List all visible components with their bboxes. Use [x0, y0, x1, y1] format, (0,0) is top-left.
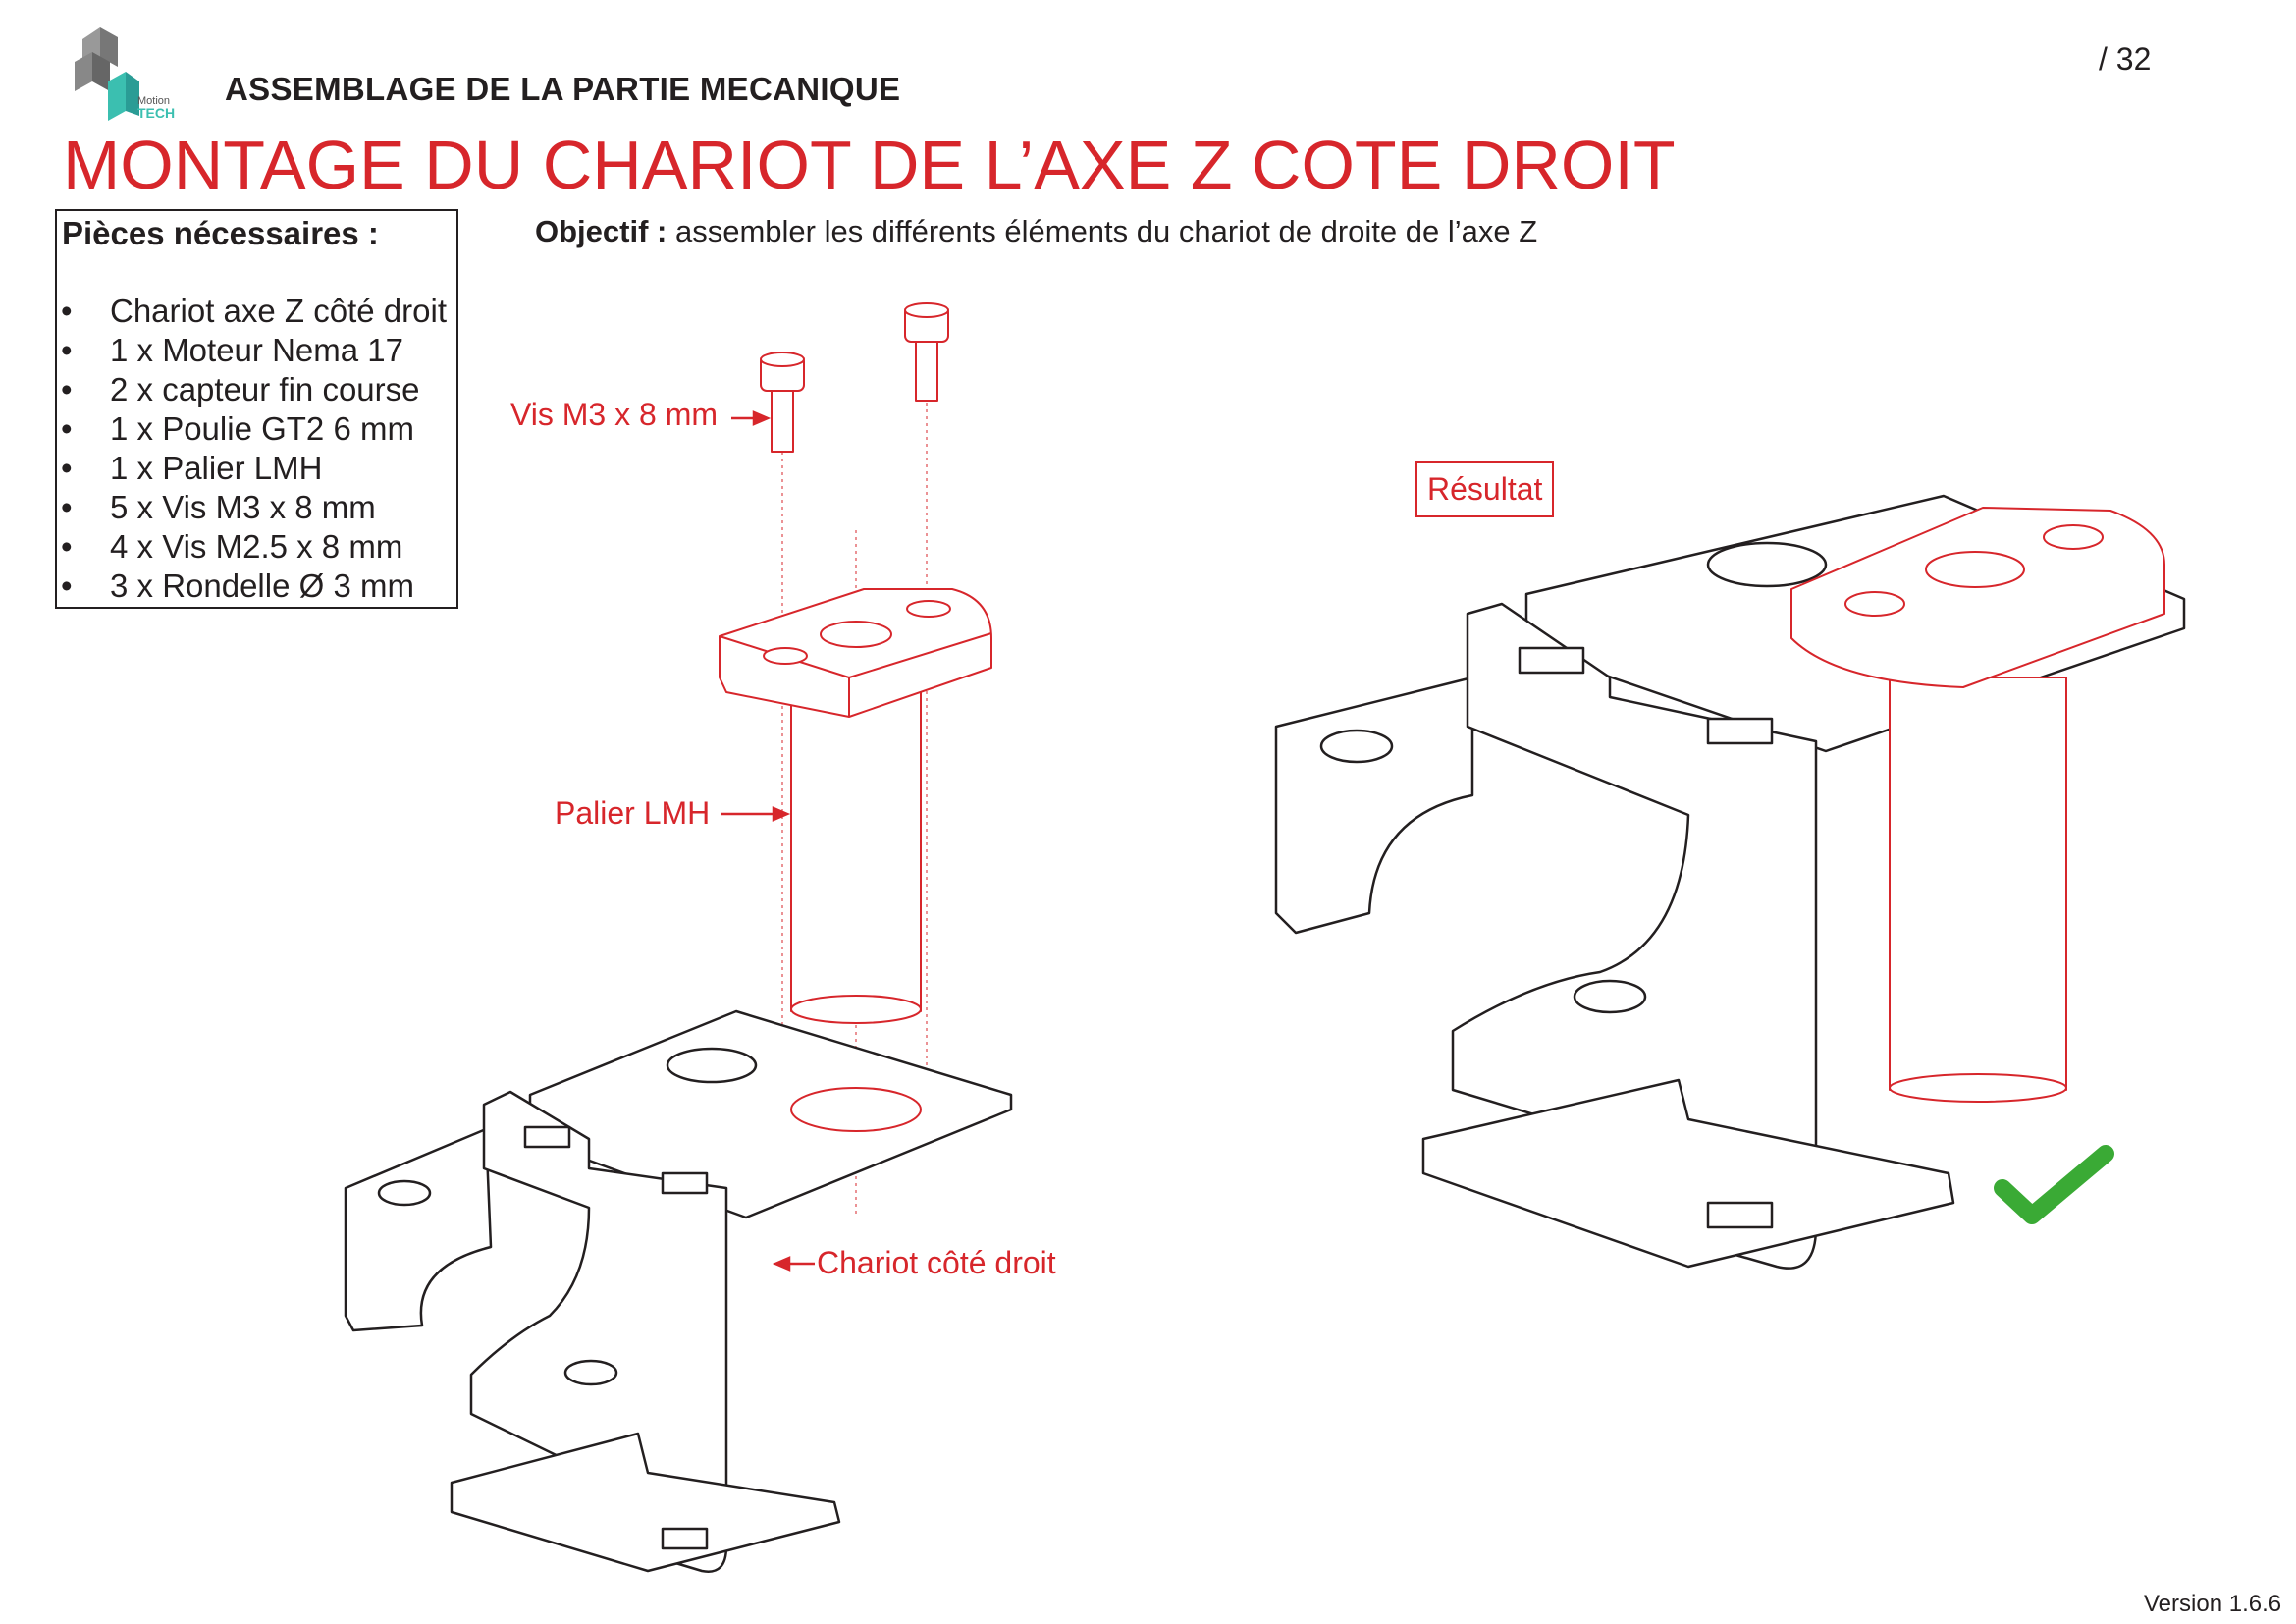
version-label: Version 1.6.6 — [2144, 1591, 2282, 1617]
bearing-drawing — [719, 588, 992, 1024]
list-item: Chariot axe Z côté droit — [57, 292, 456, 331]
objective-label: Objectif : — [535, 214, 667, 248]
list-item: 2 x capteur fin course — [57, 370, 456, 409]
svg-text:Motion: Motion — [137, 95, 170, 107]
list-item: 5 x Vis M3 x 8 mm — [57, 488, 456, 527]
bearing-callout: Palier LMH — [555, 795, 711, 831]
list-item: 3 x Rondelle Ø 3 mm — [57, 567, 456, 606]
page-title: MONTAGE DU CHARIOT DE L’AXE Z COTE DROIT — [63, 127, 1676, 203]
screw-callout: Vis M3 x 8 mm — [510, 397, 718, 432]
result-label: Résultat — [1415, 461, 1555, 517]
page-number: / 32 — [2099, 41, 2152, 77]
list-item: 1 x Moteur Nema 17 — [57, 331, 456, 370]
checkmark-icon — [1994, 1145, 2114, 1224]
section-heading: ASSEMBLAGE DE LA PARTIE MECANIQUE — [225, 71, 901, 107]
list-item: 4 x Vis M2.5 x 8 mm — [57, 527, 456, 567]
carriage-callout: Chariot côté droit — [817, 1245, 1056, 1280]
objective: Objectif : assembler les différents élém… — [535, 214, 1537, 249]
motion-tech-logo: Motion TECH — [71, 27, 188, 126]
carriage-drawing — [344, 1009, 1013, 1573]
parts-list-box: Pièces nécessaires : Chariot axe Z côté … — [55, 209, 458, 609]
list-item: 1 x Poulie GT2 6 mm — [57, 409, 456, 449]
svg-text:TECH: TECH — [137, 105, 175, 121]
list-item: 1 x Palier LMH — [57, 449, 456, 488]
parts-list: Chariot axe Z côté droit 1 x Moteur Nema… — [57, 292, 456, 606]
callout-arrows — [721, 410, 815, 1272]
screw-drawing — [760, 302, 949, 453]
parts-heading: Pièces nécessaires : — [62, 215, 379, 251]
result-drawing — [1274, 494, 2186, 1270]
objective-text: assembler les différents éléments du cha… — [667, 214, 1538, 248]
